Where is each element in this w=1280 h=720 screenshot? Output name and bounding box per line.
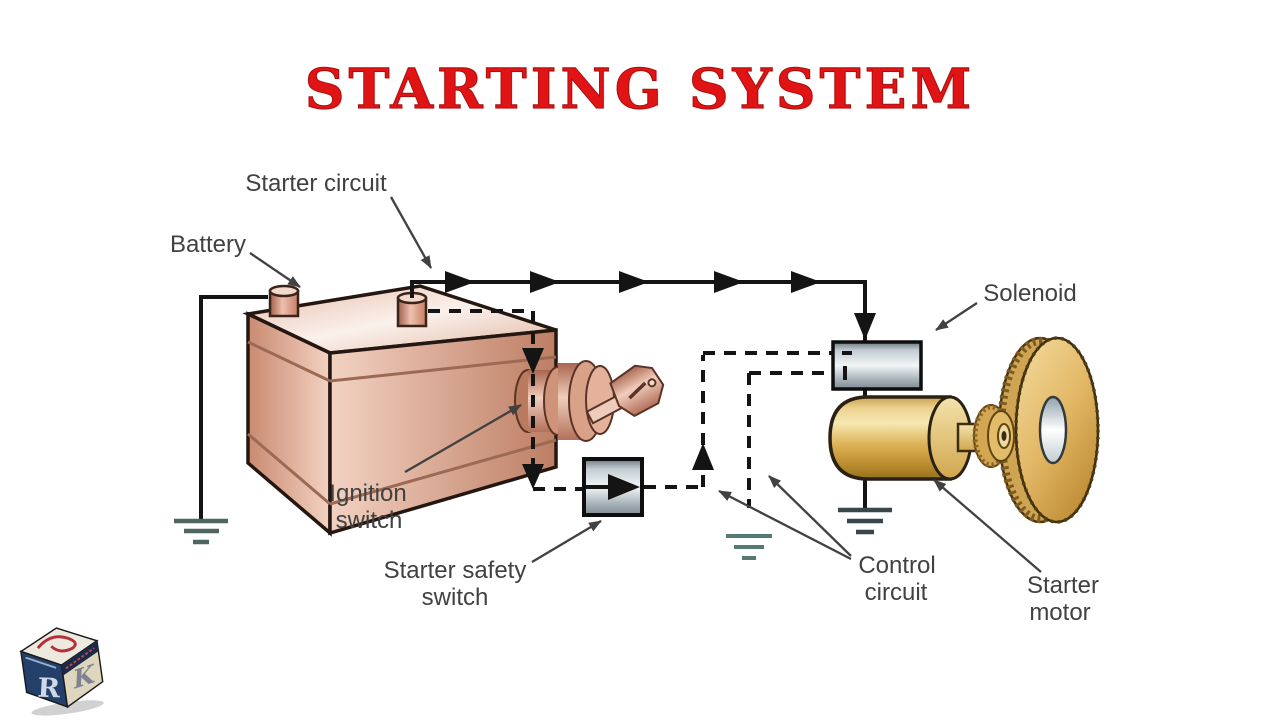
pointer-control-circuit-1 <box>718 489 852 561</box>
pinion-gear-graphic <box>972 404 1015 468</box>
ground-symbol-control <box>726 534 772 560</box>
label-safety-switch-1: Starter safety <box>384 557 527 584</box>
ground-symbol-battery <box>174 518 228 545</box>
logo-right-band <box>61 640 99 676</box>
label-battery: Battery <box>170 231 246 258</box>
label-ignition-switch-2: switch <box>336 507 403 534</box>
ring-gear-edge-teeth <box>1014 336 1100 524</box>
ignition-key <box>585 364 665 425</box>
flow-arrow-up-icon <box>692 443 714 470</box>
motor-body <box>828 395 952 481</box>
battery-seam <box>329 355 557 383</box>
battery-terminal-left <box>268 284 300 318</box>
pinion-center <box>1001 431 1007 441</box>
flow-arrow-right-icon <box>619 271 649 293</box>
ring-gear-hole <box>1038 395 1068 465</box>
label-control-circuit-2: circuit <box>865 579 928 606</box>
pointer-ignition-switch <box>404 404 522 473</box>
battery-right-face <box>328 328 558 536</box>
key-slot <box>628 381 647 400</box>
key-hole <box>647 378 657 388</box>
label-control-circuit-1: Control <box>858 552 935 579</box>
ground-symbol-motor <box>838 507 892 535</box>
pointer-safety-switch <box>531 520 602 563</box>
page-title: STARTING SYSTEM <box>304 56 976 122</box>
flow-arrow-down-icon <box>522 348 544 374</box>
flow-arrow-right-icon <box>714 271 744 293</box>
flow-arrows <box>445 271 876 340</box>
logo-cube-icon: R K <box>19 627 104 716</box>
flow-arrow-right-icon <box>445 271 475 293</box>
pointer-battery <box>249 252 301 288</box>
flow-arrow-down-icon <box>522 464 544 489</box>
logo-letter-left: R <box>35 673 63 704</box>
label-starter-motor-1: Starter <box>1027 572 1099 599</box>
starter-safety-switch-graphic <box>582 457 644 517</box>
logo-top-ornament <box>36 635 77 653</box>
logo-shadow <box>31 700 104 716</box>
logo-letter-right: K <box>70 658 97 695</box>
safety-switch-arrow-icon <box>608 474 640 500</box>
logo-band-text-marks <box>65 647 95 670</box>
label-solenoid: Solenoid <box>983 280 1076 307</box>
pointer-starter-motor <box>933 479 1042 573</box>
flow-arrow-right-icon <box>530 271 560 293</box>
label-pointers <box>249 196 1042 573</box>
battery-graphic <box>242 284 558 537</box>
control-circuit-dashed-lines <box>428 309 846 508</box>
label-starter-circuit: Starter circuit <box>245 170 387 197</box>
battery-seam <box>247 340 331 383</box>
pointer-control-circuit-2 <box>768 475 852 557</box>
battery-ground-wire <box>199 295 268 519</box>
solenoid-graphic <box>831 340 923 391</box>
label-safety-switch-2: switch <box>422 584 489 611</box>
label-starter-motor-2: motor <box>1029 599 1090 626</box>
control-flow-arrows <box>522 348 714 489</box>
starter-motor-graphic <box>828 395 986 481</box>
logo-left-text-marks <box>25 656 57 669</box>
battery-seam <box>329 438 557 506</box>
label-ignition-switch-1: Ignition <box>329 480 406 507</box>
battery-seam <box>247 432 331 506</box>
ring-gear-graphic <box>997 336 1100 524</box>
pointer-starter-circuit <box>389 196 433 269</box>
ignition-switch-graphic <box>514 360 665 442</box>
pointer-solenoid <box>935 302 978 331</box>
flow-arrow-right-icon <box>791 271 821 293</box>
flow-arrow-down-icon <box>854 313 876 340</box>
